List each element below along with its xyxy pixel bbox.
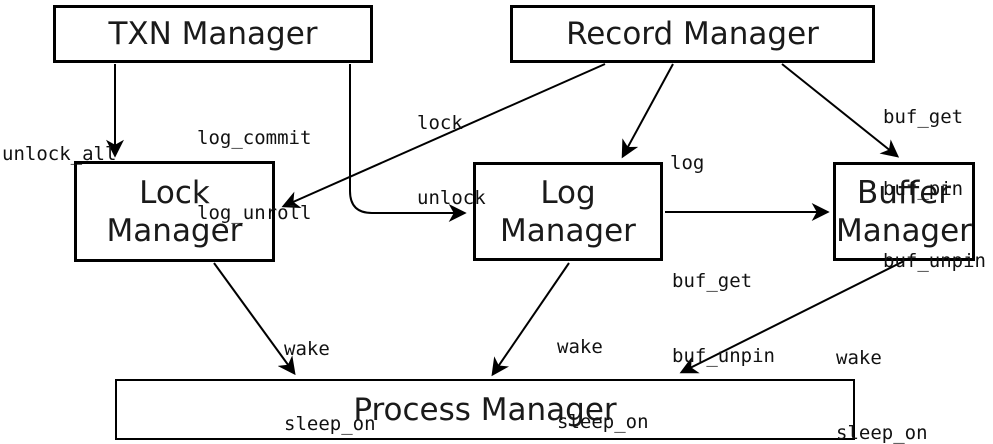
node-lock-manager: Lock Manager	[74, 161, 275, 262]
arrow-record-to-buffer	[781, 63, 900, 158]
node-label-line: Buffer	[856, 174, 952, 211]
node-label-line: Manager	[500, 212, 636, 249]
node-label-line: Manager	[836, 212, 972, 249]
edge-label-lock-to-process: wake sleep_on	[284, 287, 376, 444]
edge-label-record-to-log: log	[670, 101, 716, 226]
edge-label-line: unlock	[417, 187, 486, 209]
edge-label-line: log	[670, 152, 705, 174]
edge-label-line: wake	[836, 347, 882, 369]
edge-label-line: unlock_all	[2, 143, 117, 165]
arrow-buffer-to-process	[679, 260, 905, 374]
node-log-manager: Log Manager	[473, 162, 663, 261]
edge-label-txn-to-lock: unlock_all	[2, 92, 116, 217]
node-label-line: Lock	[139, 174, 210, 211]
edge-label-line: lock	[417, 112, 463, 134]
node-process-manager: Process Manager	[115, 379, 855, 440]
edge-label-line: sleep_on	[557, 411, 649, 433]
node-buffer-manager: Buffer Manager	[833, 162, 975, 261]
edge-label-record-to-buffer: buf_get buf_pin buf_unpin	[883, 57, 986, 321]
edge-label-line: buf_unpin	[672, 345, 775, 367]
arrow-record-to-lock	[281, 63, 606, 209]
node-label-line: Log	[540, 174, 596, 211]
node-record-manager: Record Manager	[510, 5, 875, 63]
edge-label-line: sleep_on	[284, 413, 376, 435]
edge-label-record-to-lock: lock unlock	[417, 61, 486, 261]
edge-label-line: buf_pin	[883, 178, 964, 200]
edge-label-line: wake	[284, 338, 330, 360]
edge-label-line: log_unroll	[197, 202, 312, 224]
arrow-txn-to-log	[349, 64, 467, 222]
node-label-line: Manager	[106, 212, 243, 249]
edge-label-line: sleep_on	[836, 422, 928, 444]
edge-label-line: buf_unpin	[883, 250, 986, 272]
arrow-record-to-log	[621, 63, 674, 159]
edge-label-log-to-buffer: buf_get buf_unpin	[672, 219, 775, 419]
edge-label-line: log_commit	[197, 127, 312, 149]
edge-label-line: buf_get	[883, 106, 964, 128]
edge-label-log-to-process: wake sleep_on	[557, 285, 649, 444]
node-label: TXN Manager	[108, 16, 318, 52]
edge-label-buffer-to-process: wake sleep_on	[836, 296, 928, 444]
node-label: Record Manager	[566, 16, 819, 52]
arrow-log-to-process	[491, 262, 570, 377]
edge-label-txn-to-log: log_commit log_unroll	[197, 76, 311, 276]
node-txn-manager: TXN Manager	[53, 5, 373, 63]
edge-label-line: buf_get	[672, 270, 753, 292]
arrow-lock-to-process	[213, 262, 296, 376]
node-label: Process Manager	[353, 391, 617, 428]
edge-label-line: wake	[557, 336, 603, 358]
